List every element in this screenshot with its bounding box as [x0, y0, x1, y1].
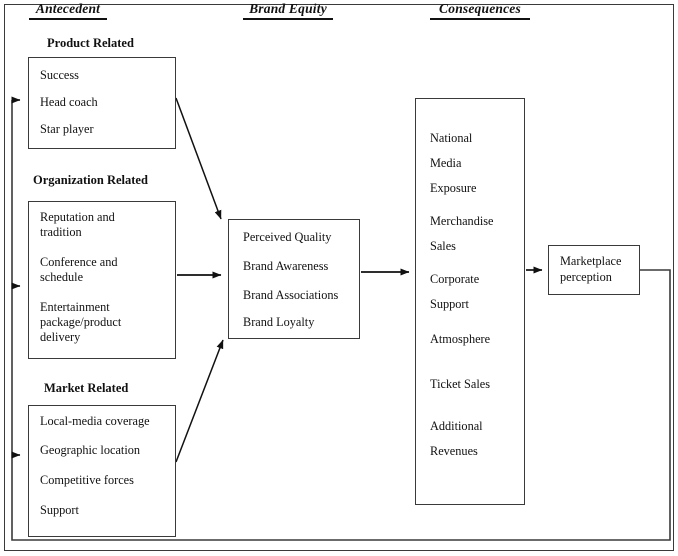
brand-equity-item-brand-awareness: Brand Awareness: [243, 259, 329, 273]
consequences-item-merchandise: Merchandise: [430, 214, 494, 228]
consequences-item-ticket-sales: Ticket Sales: [430, 377, 491, 391]
organization-item-entertainment-line3: delivery: [40, 330, 81, 344]
marketplace-label-line1: Marketplace: [560, 254, 622, 268]
market-item-geographic-location: Geographic location: [40, 443, 141, 457]
product-item-star-player: Star player: [40, 122, 94, 136]
consequences-item-sales: Sales: [430, 239, 456, 253]
brand-equity-item-brand-associations: Brand Associations: [243, 288, 339, 302]
column-heading-antecedent: Antecedent: [29, 1, 107, 20]
box-marketplace-perception: Marketplace perception: [548, 245, 640, 295]
box-product-related: Success Head coach Star player: [28, 57, 176, 149]
consequences-item-revenues: Revenues: [430, 444, 478, 458]
market-item-support: Support: [40, 503, 79, 517]
consequences-item-national: National: [430, 131, 473, 145]
group-title-product-related: Product Related: [47, 36, 134, 50]
marketplace-label-line2: perception: [560, 270, 612, 284]
organization-item-conference-line1: Conference and: [40, 255, 118, 269]
column-heading-brand-equity: Brand Equity: [243, 1, 333, 20]
market-item-local-media-coverage: Local-media coverage: [40, 414, 150, 428]
box-market-related: Local-media coverage Geographic location…: [28, 405, 176, 537]
column-heading-consequences: Consequences: [430, 1, 530, 20]
consequences-item-corporate: Corporate: [430, 272, 480, 286]
consequences-item-media: Media: [430, 156, 462, 170]
box-organization-related: Reputation and tradition Conference and …: [28, 201, 176, 359]
brand-equity-item-perceived-quality: Perceived Quality: [243, 230, 332, 244]
product-item-head-coach: Head coach: [40, 95, 98, 109]
box-brand-equity: Perceived Quality Brand Awareness Brand …: [228, 219, 360, 339]
organization-item-entertainment-line2: package/product: [40, 315, 122, 329]
organization-item-conference-line2: schedule: [40, 270, 84, 284]
market-item-competitive-forces: Competitive forces: [40, 473, 134, 487]
brand-equity-item-brand-loyalty: Brand Loyalty: [243, 315, 315, 329]
product-item-success: Success: [40, 68, 79, 82]
box-consequences: National Media Exposure Merchandise Sale…: [415, 98, 525, 505]
group-title-organization-related: Organization Related: [33, 173, 148, 187]
consequences-item-atmosphere: Atmosphere: [430, 332, 491, 346]
organization-item-entertainment-line1: Entertainment: [40, 300, 110, 314]
group-title-market-related: Market Related: [44, 381, 129, 395]
consequences-item-exposure: Exposure: [430, 181, 477, 195]
organization-item-reputation-line1: Reputation and: [40, 210, 115, 224]
consequences-item-support: Support: [430, 297, 469, 311]
consequences-item-additional: Additional: [430, 419, 483, 433]
arrow-product-to-brand-equity: [175, 97, 222, 220]
organization-item-reputation-line2: tradition: [40, 225, 82, 239]
arrow-market-to-brand-equity: [175, 339, 224, 463]
